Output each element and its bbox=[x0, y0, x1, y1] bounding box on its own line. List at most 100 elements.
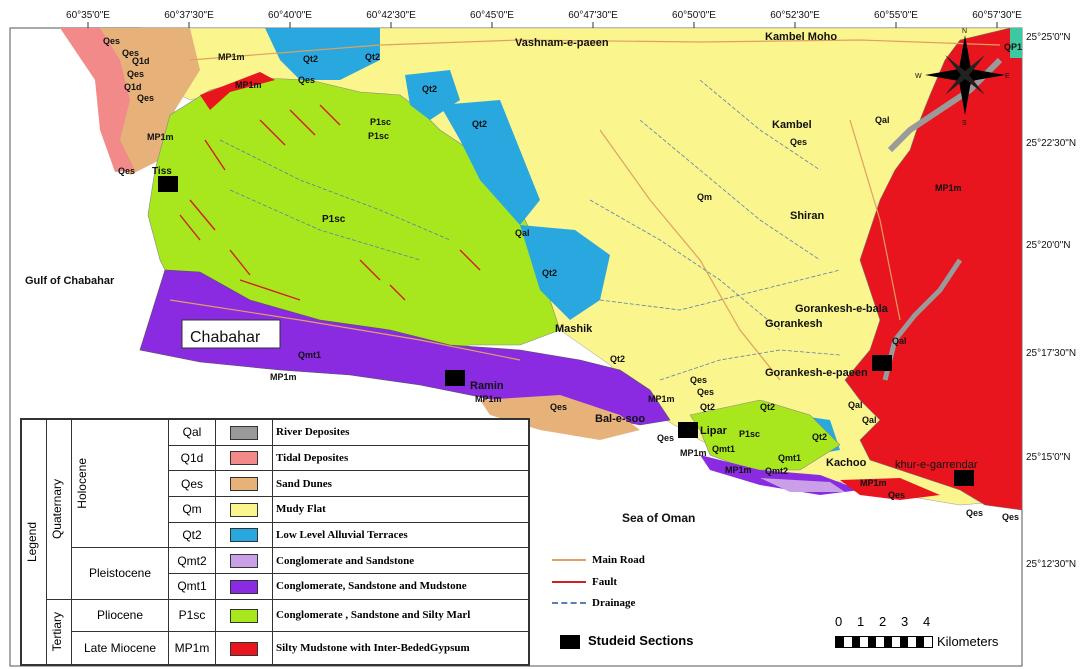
qal-river bbox=[887, 57, 1003, 153]
swatch-mp1m bbox=[230, 641, 258, 656]
scale-bar: 0 1 2 3 4 Kilometers bbox=[835, 614, 1015, 649]
label-qes: Qes bbox=[298, 75, 315, 85]
label-q1d: Q1d bbox=[124, 82, 142, 92]
section-tiss bbox=[158, 176, 178, 192]
label-qal: Qal bbox=[862, 415, 877, 425]
code-qal: Qal bbox=[168, 419, 216, 446]
label-q1d: Q1d bbox=[132, 56, 150, 66]
label-q1d: Qes bbox=[118, 166, 135, 176]
top-coord-label: 60°40'0"E bbox=[268, 10, 312, 21]
legend-road: Main Road bbox=[552, 554, 645, 566]
place-gorankesh-bala: Gorankesh-e-bala bbox=[795, 303, 889, 315]
mp1m-unit-se bbox=[840, 478, 940, 500]
label-p1sc: P1sc bbox=[370, 117, 391, 127]
qmt1-unit bbox=[139, 269, 671, 426]
drainage-line-icon bbox=[552, 602, 586, 605]
place-gorankesh: Gorankesh bbox=[765, 318, 823, 330]
top-coord-label: 60°37'30"E bbox=[164, 10, 214, 21]
swatch-qm bbox=[230, 502, 258, 517]
late-miocene-label: Late Miocene bbox=[71, 631, 169, 665]
label-mp1m: MP1m bbox=[235, 80, 262, 90]
label-p1sc: P1sc bbox=[322, 214, 346, 225]
label-qes: Qes bbox=[122, 48, 139, 58]
label-mp1m: MP1m bbox=[680, 448, 707, 458]
label-qmt2: Qmt2 bbox=[765, 466, 788, 476]
place-kachoo: Kachoo bbox=[826, 457, 867, 469]
drainage-lines bbox=[219, 79, 841, 381]
tertiary-label: Tertiary bbox=[50, 612, 64, 652]
legend-sections: Studeid Sections bbox=[560, 633, 693, 649]
code-p1sc: P1sc bbox=[168, 598, 216, 633]
label-mp1m: MP1m bbox=[725, 465, 752, 475]
desc-qmt1: Conglomerate, Sandstone and Mudstone bbox=[272, 572, 529, 600]
place-ramin: Ramin bbox=[470, 380, 504, 392]
label-qal: Qal bbox=[875, 115, 890, 125]
legend: Legend Quaternary Holocene Qal River Dep… bbox=[20, 418, 530, 666]
top-coord-label: 60°55'0"E bbox=[874, 10, 918, 21]
scale-tick-3: 3 bbox=[901, 614, 909, 629]
compass-n: N bbox=[962, 28, 967, 35]
top-coord-label: 60°47'30"E bbox=[568, 10, 618, 21]
label-qes: Qes bbox=[550, 402, 567, 412]
swatch-qmt1 bbox=[230, 579, 258, 594]
scale-checker-bar bbox=[835, 635, 933, 648]
main-roads bbox=[169, 39, 1001, 381]
holocene-cell: Holocene bbox=[71, 418, 169, 549]
fault-line-icon bbox=[552, 581, 586, 584]
faults bbox=[179, 104, 481, 301]
legend-title: Legend bbox=[25, 521, 39, 563]
label-qes: Qes bbox=[790, 137, 807, 147]
scale-tick-4: 4 bbox=[923, 614, 931, 629]
desc-qm: Mudy Flat bbox=[272, 495, 529, 523]
quaternary-cell: Quaternary bbox=[46, 419, 72, 600]
label-qt2: Qt2 bbox=[700, 402, 715, 412]
label-qal: Qal bbox=[892, 336, 907, 346]
top-coord-label: 60°52'30"E bbox=[770, 10, 820, 21]
qt2-unit-a bbox=[265, 28, 380, 80]
label-qal: Qal bbox=[848, 400, 863, 410]
scale-unit: Kilometers bbox=[937, 634, 999, 649]
desc-qes: Sand Dunes bbox=[272, 470, 529, 497]
top-coord-label: 60°57'30"E bbox=[972, 10, 1022, 21]
legend-title-cell: Legend bbox=[21, 419, 47, 665]
label-p1sc: P1sc bbox=[739, 429, 760, 439]
right-coord-label: 25°25'0"N bbox=[1026, 32, 1071, 43]
label-qes: Qes bbox=[690, 375, 707, 385]
q1d-unit bbox=[60, 28, 135, 172]
label-qp1: QP1 bbox=[1004, 42, 1022, 52]
place-vashnam: Vashnam-e-paeen bbox=[515, 37, 609, 49]
place-gulf: Gulf of Chabahar bbox=[25, 275, 115, 287]
label-qt2: Qt2 bbox=[303, 54, 318, 64]
label-mp1m: MP1m bbox=[935, 183, 962, 193]
right-coord-label: 25°17'30"N bbox=[1026, 348, 1076, 359]
label-qes: Qes bbox=[103, 36, 120, 46]
label-qt2: Qt2 bbox=[760, 402, 775, 412]
label-mp1m: MP1m bbox=[218, 52, 245, 62]
right-coord-label: 25°22'30"N bbox=[1026, 138, 1076, 149]
label-qmt1: Qmt1 bbox=[778, 453, 801, 463]
place-shiran: Shiran bbox=[790, 210, 825, 222]
swatch-qmt2 bbox=[230, 554, 258, 569]
label-qt2: Qt2 bbox=[542, 268, 557, 278]
code-qt2: Qt2 bbox=[168, 521, 216, 549]
compass-rose: N S E W bbox=[915, 28, 1010, 127]
swatch-qal bbox=[230, 425, 258, 440]
legend-table: Legend Quaternary Holocene Qal River Dep… bbox=[21, 418, 529, 666]
qes-unit-s bbox=[480, 395, 640, 440]
label-mp1m: MP1m bbox=[860, 478, 887, 488]
chabahar-label-box bbox=[181, 319, 281, 349]
label-mp1m: MP1m bbox=[475, 394, 502, 404]
place-tiss: Tiss bbox=[152, 166, 172, 177]
compass-w: W bbox=[915, 73, 922, 80]
label-mp1m: MP1m bbox=[270, 372, 297, 382]
code-qm: Qm bbox=[168, 495, 216, 523]
code-qmt1: Qmt1 bbox=[168, 572, 216, 600]
section-khur bbox=[954, 470, 974, 486]
desc-qmt2: Conglomerate and Sandstone bbox=[272, 547, 529, 574]
holocene-label: Holocene bbox=[75, 458, 89, 509]
label-qt2: Qt2 bbox=[365, 52, 380, 62]
place-kambel: Kambel bbox=[772, 119, 812, 131]
section-gorankesh bbox=[872, 355, 892, 371]
compass-s: S bbox=[962, 120, 967, 127]
swatch-p1sc bbox=[230, 608, 258, 623]
